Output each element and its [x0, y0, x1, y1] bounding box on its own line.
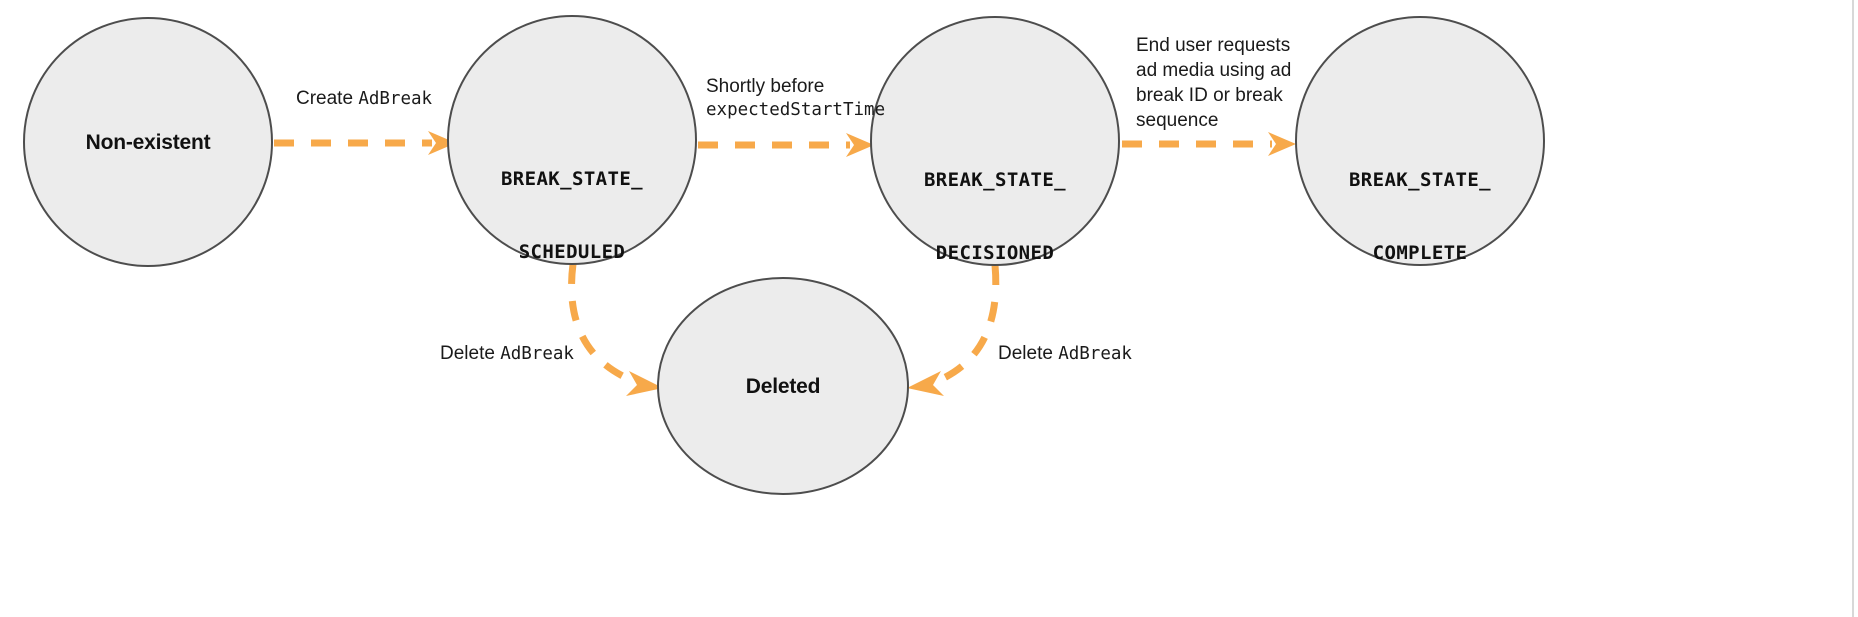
edge-delete-adbreak-from-decisioned: [907, 264, 1000, 396]
node-non-existent[interactable]: [23, 17, 273, 267]
node-break-state-complete[interactable]: [1295, 16, 1545, 266]
node-deleted[interactable]: [657, 277, 909, 495]
edge-delete-from-decisioned-curve: [933, 264, 1000, 386]
edge-shortly-before-expected-start-time: [698, 133, 874, 157]
node-break-state-scheduled[interactable]: [447, 15, 697, 265]
edge-delete-adbreak-from-scheduled: [568, 263, 663, 396]
edge-create-adbreak: [274, 131, 456, 155]
edge-delete-from-scheduled-arrowhead: [626, 371, 663, 396]
edge-delete-from-decisioned-arrowhead: [907, 371, 944, 396]
edge-end-user-requests-arrowhead: [1268, 132, 1296, 156]
edge-end-user-requests-ad-media: [1122, 132, 1296, 156]
edge-delete-from-scheduled-curve: [568, 263, 638, 386]
edge-shortly-before-arrowhead: [846, 133, 874, 157]
node-break-state-decisioned[interactable]: [870, 16, 1120, 266]
edge-create-adbreak-arrowhead: [428, 131, 456, 155]
